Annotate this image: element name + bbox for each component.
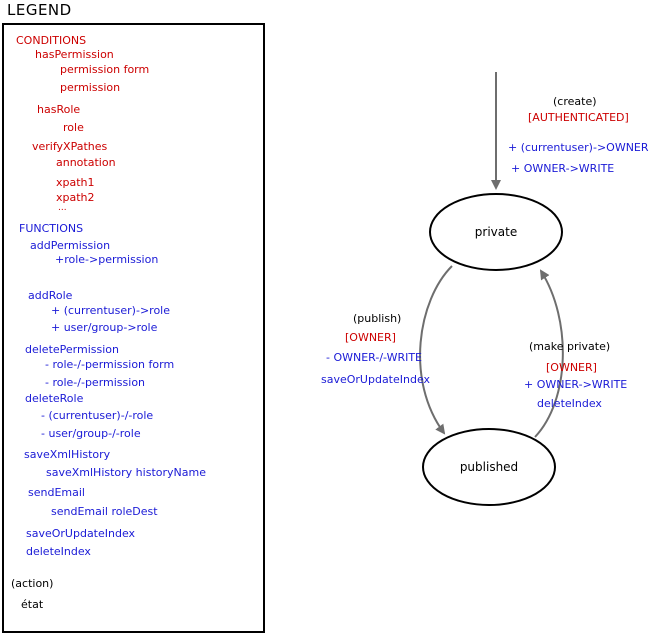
legend-add-role: addRole (28, 289, 73, 302)
create-function1-label: + (currentuser)->OWNER (508, 141, 649, 154)
publish-function1-label: - OWNER-/-WRITE (326, 351, 423, 364)
make-private-function2-label: deleteIndex (537, 397, 602, 410)
state-published-label: published (460, 460, 518, 474)
legend-box (2, 23, 265, 633)
legend-save-xml-history: saveXmlHistory (24, 448, 111, 461)
legend-verify-xpathes: verifyXPathes (32, 140, 108, 153)
legend-delete-permission-arg1: - role-/-permission form (45, 358, 175, 371)
legend-has-permission: hasPermission (35, 48, 114, 61)
legend-delete-index: deleteIndex (26, 545, 91, 558)
make-private-function1-label: + OWNER->WRITE (524, 378, 628, 391)
legend-has-role: hasRole (37, 103, 81, 116)
create-function2-label: + OWNER->WRITE (511, 162, 615, 175)
legend-send-email-arg: sendEmail roleDest (51, 505, 158, 518)
legend-action-example: (action) (11, 577, 54, 590)
legend-delete-role-arg1: - (currentuser)-/-role (41, 409, 154, 422)
legend-functions-heading: FUNCTIONS (19, 222, 84, 235)
state-private (429, 193, 563, 271)
publish-function2-label: saveOrUpdateIndex (321, 373, 431, 386)
legend-title: LEGEND (7, 1, 72, 19)
legend-send-email: sendEmail (28, 486, 85, 499)
state-private-label: private (475, 225, 517, 239)
publish-action-label: (publish) (353, 312, 402, 325)
legend-role: role (63, 121, 84, 134)
legend-add-permission: addPermission (30, 239, 111, 252)
legend-permission: permission (60, 81, 121, 94)
legend-xpath1: xpath1 (56, 176, 95, 189)
create-action-label: (create) (553, 95, 597, 108)
legend-add-permission-arg: +role->permission (55, 253, 159, 266)
legend-save-xml-history-arg: saveXmlHistory historyName (46, 466, 206, 479)
legend-state-example: état (21, 598, 44, 611)
legend-delete-role-arg2: - user/group-/-role (41, 427, 141, 440)
make-private-action-label: (make private) (529, 340, 611, 353)
make-private-condition-label: [OWNER] (546, 361, 597, 374)
legend-delete-role: deleteRole (25, 392, 84, 405)
legend-delete-permission: deletePermission (25, 343, 119, 356)
legend-add-role-arg2: + user/group->role (51, 321, 158, 334)
legend-annotation: annotation (56, 156, 116, 169)
create-condition-label: [AUTHENTICATED] (528, 111, 629, 124)
legend-save-or-update-index: saveOrUpdateIndex (26, 527, 136, 540)
legend-conditions-heading: CONDITIONS (16, 34, 87, 47)
legend-delete-permission-arg2: - role-/-permission (45, 376, 146, 389)
legend-ellipsis: ... (58, 203, 67, 213)
publish-transition-arrow (419, 265, 453, 435)
make-private-transition-arrow (534, 269, 564, 438)
state-published (422, 428, 556, 506)
legend-add-role-arg1: + (currentuser)->role (51, 304, 170, 317)
legend-permission-form: permission form (60, 63, 150, 76)
legend-xpath2: xpath2 (56, 191, 95, 204)
publish-condition-label: [OWNER] (345, 331, 396, 344)
